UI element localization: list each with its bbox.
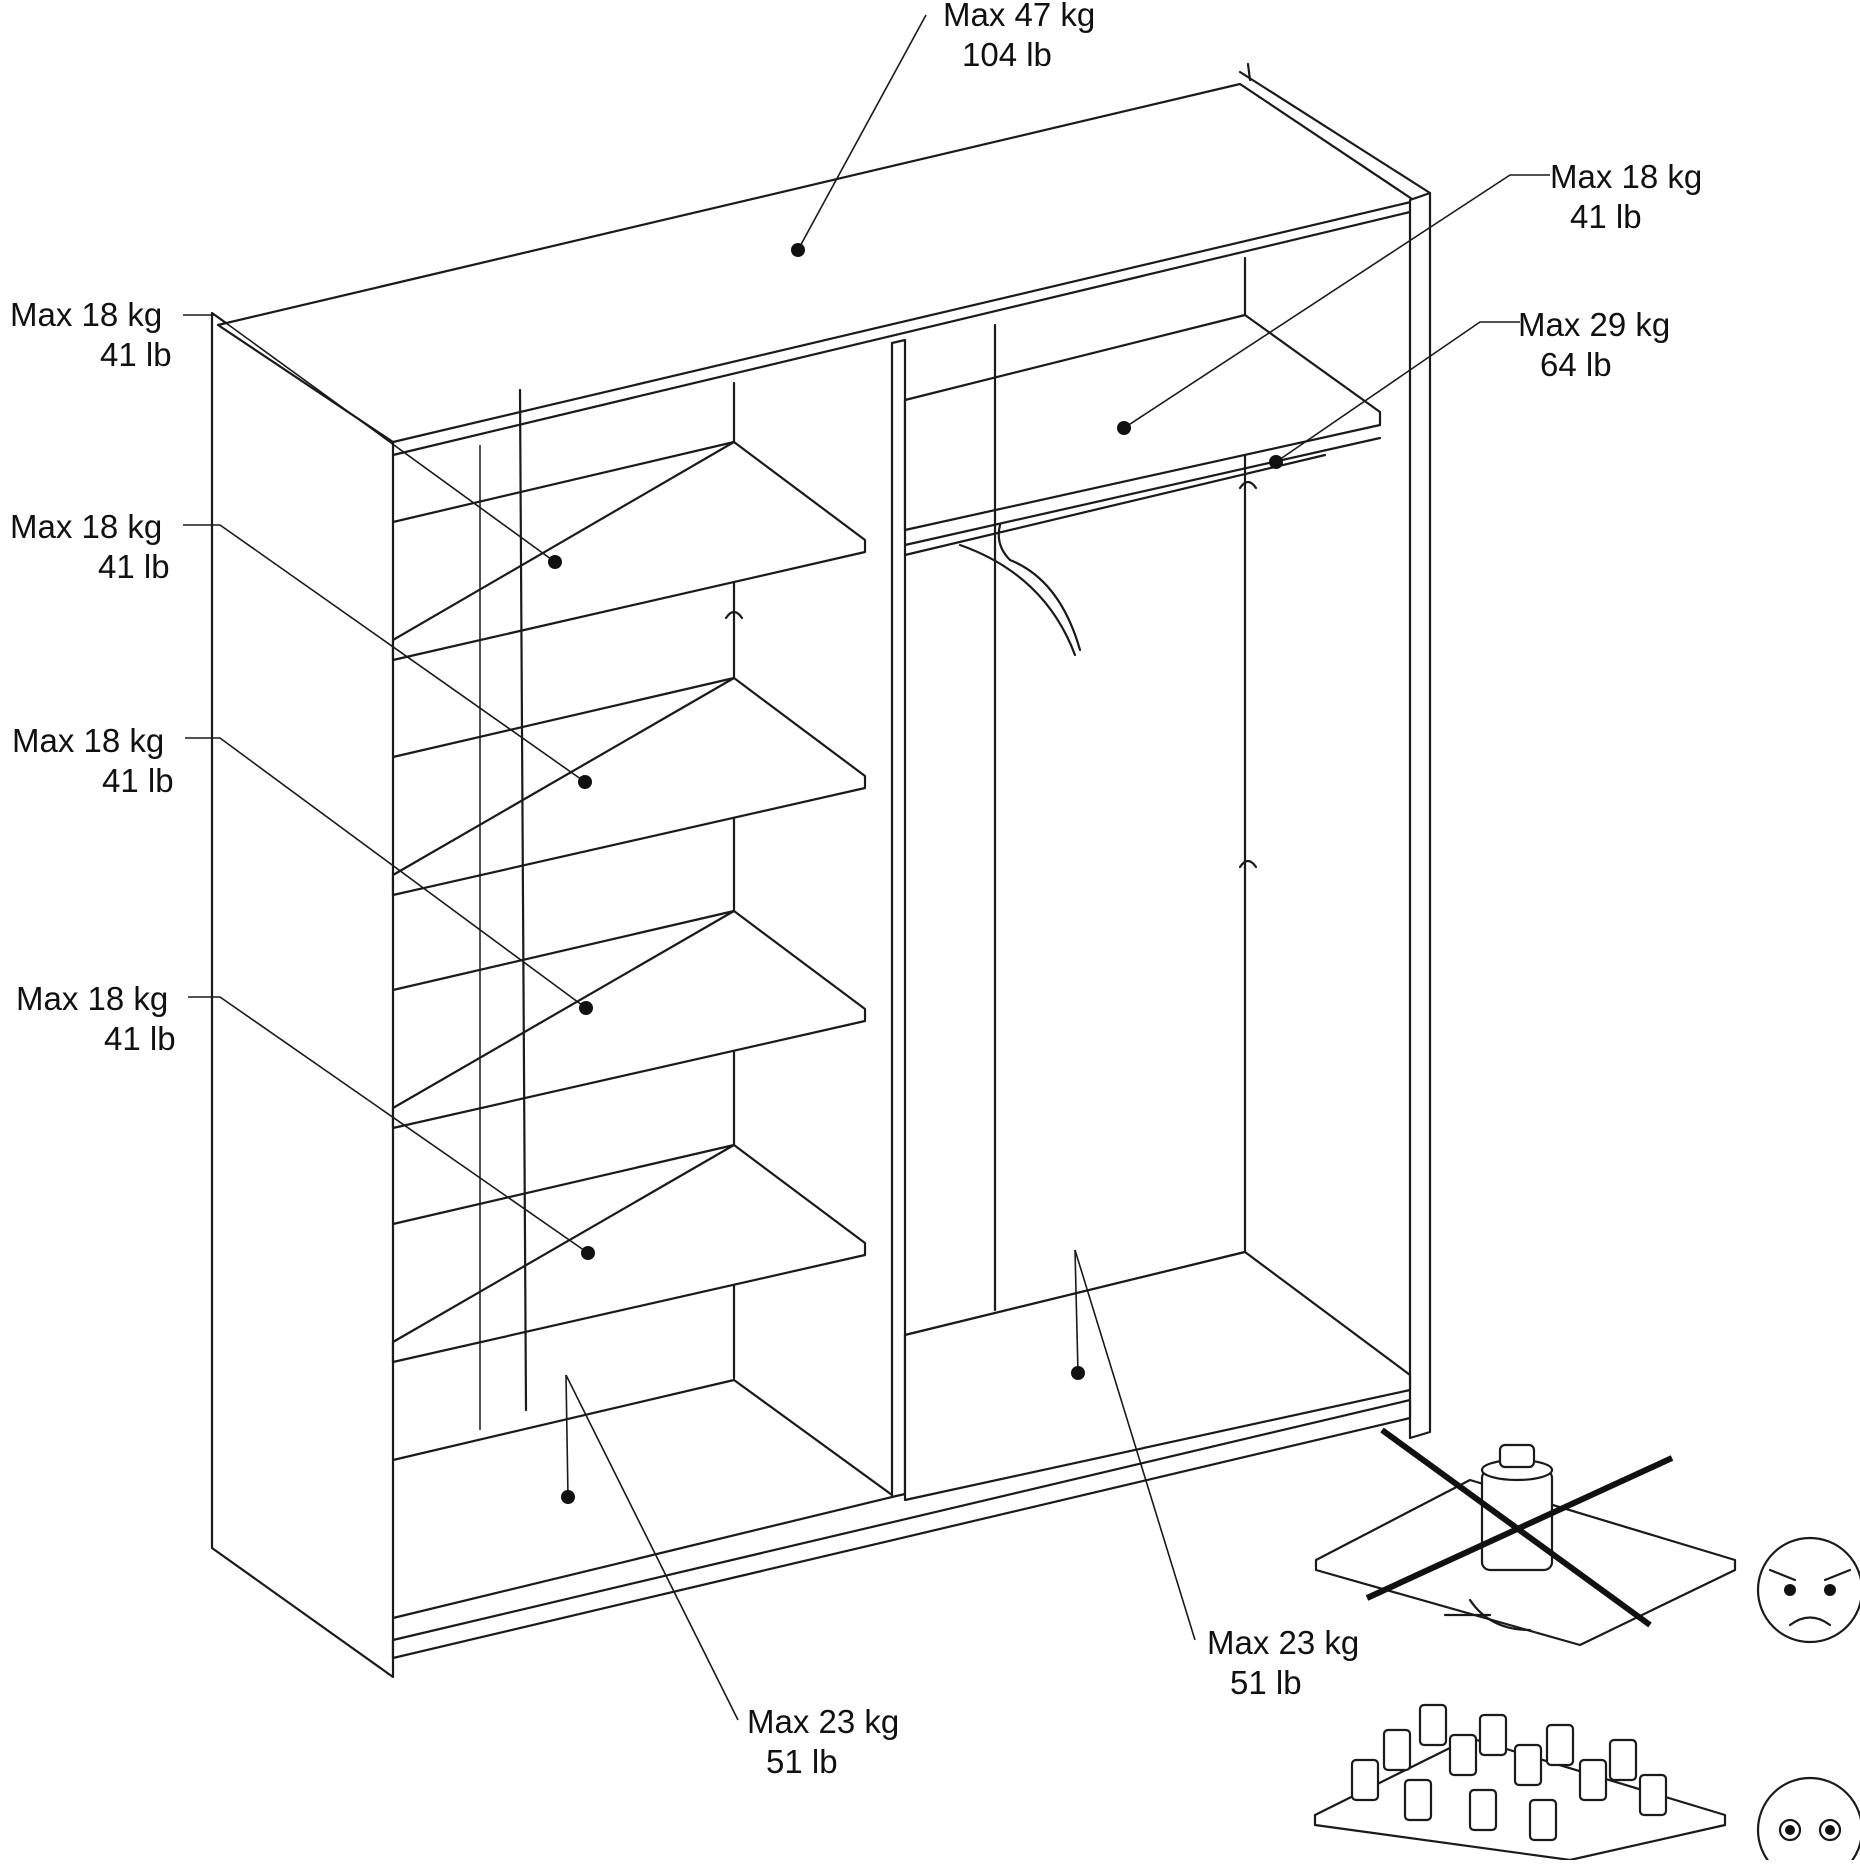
- label-left-shelf-3: Max 18 kg 41 lb: [16, 980, 176, 1057]
- left-shelves: [391, 388, 894, 1497]
- label-left-shelf-3-lb: 41 lb: [104, 1020, 176, 1057]
- label-left-shelf-1: Max 18 kg 41 lb: [10, 508, 170, 585]
- label-left-top-kg: Max 18 kg: [10, 296, 162, 333]
- label-rail-kg: Max 29 kg: [1518, 306, 1670, 343]
- right-side-panel: [1408, 191, 1432, 1440]
- worried-face-icon: [1756, 1776, 1860, 1865]
- label-right-shelf: Max 18 kg 41 lb: [1550, 158, 1702, 235]
- angry-face-icon: [1756, 1536, 1860, 1644]
- weight-icon: [1350, 1703, 1668, 1842]
- label-rail-lb: 64 lb: [1540, 346, 1612, 383]
- label-left-shelf-3-kg: Max 18 kg: [16, 980, 168, 1017]
- label-right-bottom-lb: 51 lb: [1230, 1664, 1302, 1701]
- label-left-bottom-lb: 51 lb: [766, 1743, 838, 1780]
- distributed-load-example: [1313, 1703, 1860, 1865]
- label-right-shelf-lb: 41 lb: [1570, 198, 1642, 235]
- label-left-shelf-2-lb: 41 lb: [102, 762, 174, 799]
- label-right-shelf-kg: Max 18 kg: [1550, 158, 1702, 195]
- plinth: [391, 1398, 1412, 1660]
- leader-lines: [183, 14, 1550, 1721]
- label-left-bottom-kg: Max 23 kg: [747, 1703, 899, 1740]
- label-left-top: Max 18 kg 41 lb: [10, 296, 172, 373]
- label-left-shelf-1-kg: Max 18 kg: [10, 508, 162, 545]
- label-top-kg: Max 47 kg: [943, 0, 1095, 33]
- right-compartment: [724, 313, 1412, 1502]
- label-right-bottom: Max 23 kg 51 lb: [1207, 1624, 1359, 1701]
- label-top: Max 47 kg 104 lb: [943, 0, 1095, 73]
- left-side-panel: [210, 311, 395, 1679]
- weight-icon: [1480, 1443, 1554, 1572]
- label-rail: Max 29 kg 64 lb: [1518, 306, 1670, 383]
- label-right-bottom-kg: Max 23 kg: [1207, 1624, 1359, 1661]
- label-left-top-lb: 41 lb: [100, 336, 172, 373]
- label-left-shelf-2-kg: Max 18 kg: [12, 722, 164, 759]
- wardrobe-illustration: [210, 62, 1432, 1679]
- label-top-lb: 104 lb: [962, 36, 1052, 73]
- overload-bad-example: [1314, 1427, 1860, 1647]
- label-left-shelf-2: Max 18 kg 41 lb: [12, 722, 174, 799]
- label-left-shelf-1-lb: 41 lb: [98, 548, 170, 585]
- label-left-bottom: Max 23 kg 51 lb: [747, 1703, 899, 1780]
- center-divider: [890, 338, 907, 1499]
